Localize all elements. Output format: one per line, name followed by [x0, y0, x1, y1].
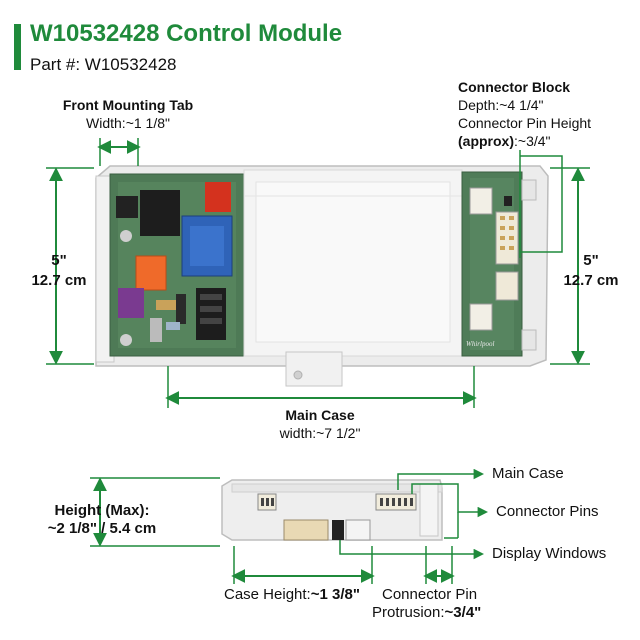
- connector-large: [495, 211, 519, 265]
- left-dim-cm: 12.7 cm: [31, 272, 87, 289]
- display-window-left: [283, 519, 329, 541]
- connector-pin-approx: (approx):~3/4": [458, 132, 551, 150]
- display-windows-leader: [339, 540, 485, 560]
- relay-black-top: [140, 190, 180, 236]
- pin-protrusion-value: ~3/4": [444, 604, 482, 621]
- left-dim-inches: 5": [51, 252, 67, 269]
- height-max-value: ~2 1/8" / 5.4 cm: [47, 520, 157, 537]
- case-height-label: Case Height:: [224, 586, 311, 603]
- bottom-mount-tab: [285, 351, 343, 387]
- display-window-right: [345, 519, 371, 541]
- front-tab-title: Front Mounting Tab: [62, 97, 194, 113]
- callout-display-windows: Display Windows: [492, 545, 607, 562]
- case-height-value: ~1 3/8": [310, 586, 360, 603]
- connector-block-depth: Depth:~4 1/4": [458, 97, 544, 113]
- right-dim-cm: 12.7 cm: [563, 272, 619, 289]
- relay-red: [205, 182, 231, 212]
- title-accent-bar: [14, 24, 21, 70]
- part-number: Part #: W10532428: [30, 55, 177, 74]
- pin-protrusion-label: Protrusion:: [372, 604, 445, 621]
- height-max-title: Height (Max):: [54, 502, 150, 519]
- module-side-view: [221, 479, 443, 541]
- front-tab-width: Width:~1 1/8": [86, 115, 170, 131]
- pin-protrusion-line2: Protrusion:~3/4": [372, 604, 481, 622]
- connector-block-title: Connector Block: [458, 79, 571, 95]
- connector-small-bottom: [469, 303, 493, 331]
- brand-mark: Whirlpool: [466, 340, 494, 348]
- connector-mid: [495, 271, 519, 301]
- connector-small-top: [469, 187, 493, 215]
- relay-orange: [135, 255, 167, 291]
- connector-pins-leader: [411, 483, 489, 518]
- module-top-view: Whirlpool: [95, 165, 549, 387]
- connector-pin-height: Connector Pin Height: [458, 115, 592, 131]
- callout-connector-pins: Connector Pins: [496, 503, 599, 520]
- case-height: Case Height:~1 3/8": [224, 586, 360, 604]
- main-case-leader: [397, 468, 485, 490]
- right-dim-inches: 5": [583, 252, 599, 269]
- callout-main-case: Main Case: [492, 465, 564, 482]
- approx-label: (approx): [458, 133, 514, 149]
- display-window-mid: [332, 520, 344, 540]
- main-case-title: Main Case: [285, 407, 355, 423]
- pin-protrusion-line1: Connector Pin: [382, 586, 478, 603]
- main-case-width: width:~7 1/2": [279, 425, 361, 441]
- page-title: W10532428 Control Module: [30, 20, 343, 47]
- capacitor-purple: [118, 288, 144, 318]
- connector-depth-bracket: [520, 155, 563, 253]
- approx-value: :~3/4": [514, 133, 551, 149]
